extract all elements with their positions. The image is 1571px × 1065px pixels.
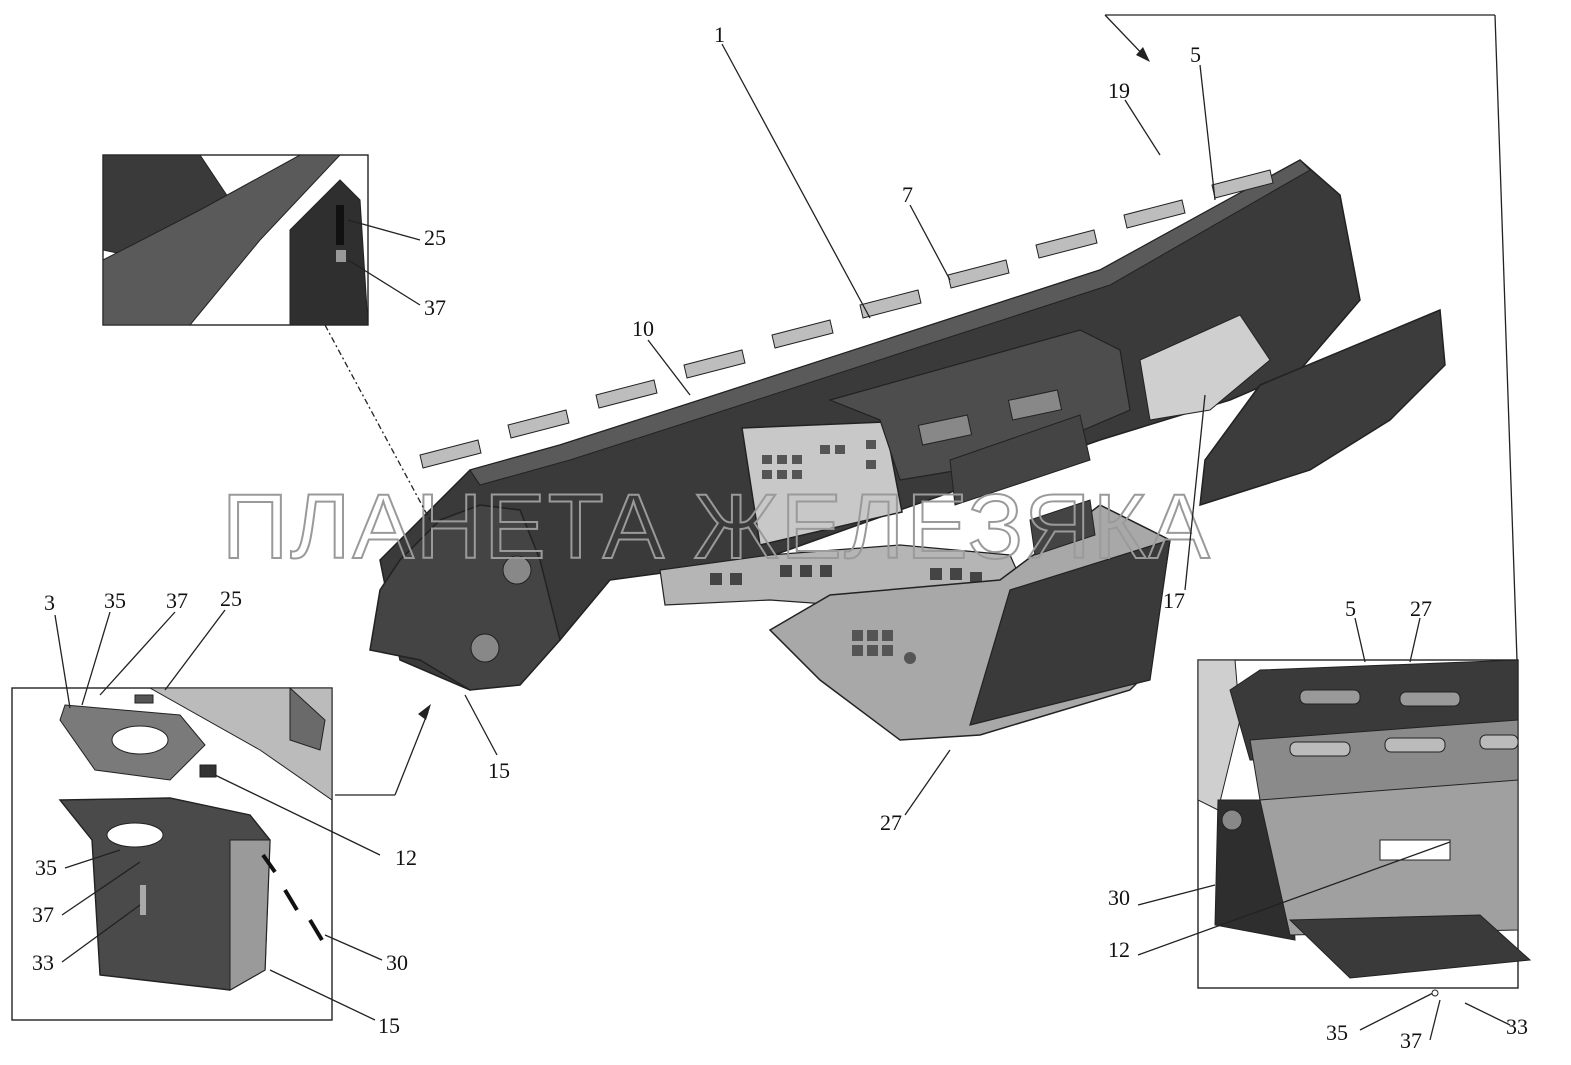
inset-left-label-33: 33	[32, 950, 54, 975]
instrument-cluster-panel	[741, 421, 903, 546]
console-cover-plate-upper	[949, 414, 1091, 506]
label-19: 19	[1108, 78, 1130, 103]
label-1: 1	[714, 22, 725, 47]
inset-right-label-27: 27	[1410, 596, 1432, 621]
arrow-head-left	[418, 704, 431, 720]
console-cover-plate-lower	[1029, 499, 1096, 556]
arrow-head-top	[1136, 47, 1150, 62]
inset-top-left: 25 37	[102, 154, 446, 326]
glovebox-lid	[1199, 308, 1446, 507]
inset-left-label-12: 12	[395, 845, 417, 870]
inset-left-label-35-top: 35	[104, 588, 126, 613]
inset-left-label-37-top: 37	[166, 588, 188, 613]
inset-left-label-35: 35	[35, 855, 57, 880]
label-10: 10	[632, 316, 654, 341]
label-17: 17	[1163, 588, 1185, 613]
inset-left-label-3: 3	[44, 590, 55, 615]
inset-left-label-30: 30	[386, 950, 408, 975]
inset-left-label-15: 15	[378, 1013, 400, 1038]
label-27: 27	[880, 810, 902, 835]
cluster-buttons	[762, 440, 876, 479]
inset-left-label-37: 37	[32, 902, 54, 927]
dashboard-assembly	[369, 159, 1446, 741]
glovebox-opening	[1139, 314, 1271, 421]
inset-top-label-25: 25	[424, 225, 446, 250]
left-end-cover	[369, 504, 561, 691]
label-5: 5	[1190, 42, 1201, 67]
trim-strips	[419, 169, 1274, 469]
console-side-face	[969, 539, 1171, 726]
inset-right-label-5: 5	[1345, 596, 1356, 621]
inset-right-label-35: 35	[1326, 1020, 1348, 1045]
speaker-grille-upper	[502, 555, 532, 585]
inset-right-label-30: 30	[1108, 885, 1130, 910]
switch-buttons	[710, 565, 982, 585]
main-leaders	[324, 14, 1518, 816]
label-7: 7	[902, 182, 913, 207]
inset-top-label-37: 37	[424, 295, 446, 320]
vent-grille-right	[1007, 389, 1063, 421]
inset-right: 5 27 30 12 35 37 33	[1108, 596, 1532, 1053]
inset-right-label-12: 12	[1108, 937, 1130, 962]
inset-bottom-left: 3 35 37 25 12 35 37 33 30 15	[11, 586, 417, 1038]
console-buttons	[852, 630, 916, 664]
inset-right-label-33: 33	[1506, 1014, 1528, 1039]
clip-part	[199, 764, 217, 778]
inset-left-label-25: 25	[220, 586, 242, 611]
vent-grille-center	[917, 414, 973, 446]
inset-right-label-37: 37	[1400, 1028, 1422, 1053]
speaker-grille-lower	[470, 633, 500, 663]
watermark-text: ПЛАНЕТА ЖЕЛЕЗЯКА	[222, 476, 1212, 578]
dashboard-top-trim	[469, 159, 1311, 486]
main-labels: 1 5 19 7 10 17 15 27	[488, 22, 1201, 835]
label-15: 15	[488, 758, 510, 783]
